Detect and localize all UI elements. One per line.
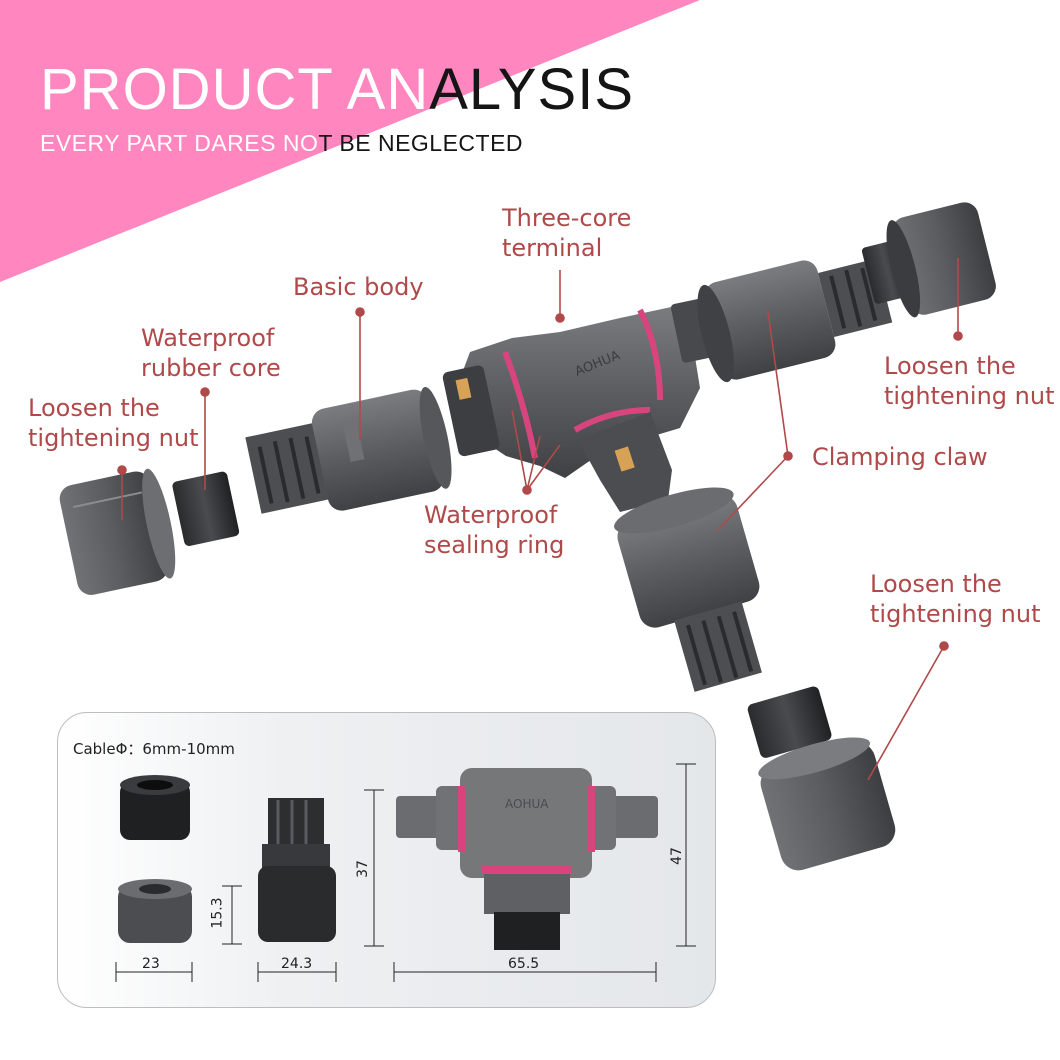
central-tee-body: AOHUA (442, 297, 722, 512)
panel-rubber-core (120, 775, 190, 840)
label-clamping-claw: Clamping claw (812, 443, 988, 471)
bottom-tightening-nut (758, 737, 896, 871)
page-subtitle: EVERY PART DARES NOT BE NEGLECTED (40, 130, 524, 156)
page-title: PRODUCT ANALYSIS (40, 57, 635, 122)
bottom-rubber-core (747, 686, 832, 758)
dim-nut-height: 15.3 (209, 897, 226, 929)
dim-claw-width: 24.3 (281, 956, 313, 972)
dimension-panel (57, 712, 716, 1008)
right-basic-body (697, 258, 893, 383)
dim-tee-height: 47 (668, 847, 685, 865)
left-tightening-nut (59, 468, 176, 595)
dim-body-height: 37 (354, 860, 371, 878)
panel-tee-body: AOHUA (396, 768, 658, 950)
left-rubber-core (172, 471, 240, 546)
panel-nut (118, 879, 192, 943)
right-tightening-nut (861, 202, 996, 318)
leader-lines (117, 258, 963, 781)
panel-brand-mark: AOHUA (505, 797, 549, 811)
cable-diameter-spec: CableΦ：6mm-10mm (73, 740, 235, 758)
dimension-lines (115, 763, 696, 982)
left-basic-body (245, 386, 452, 514)
dim-nut-width: 23 (142, 956, 160, 972)
label-basic-body: Basic body (293, 273, 424, 301)
panel-claw-body (258, 798, 336, 942)
dim-tee-width: 65.5 (508, 956, 540, 972)
bottom-basic-body (614, 487, 762, 692)
